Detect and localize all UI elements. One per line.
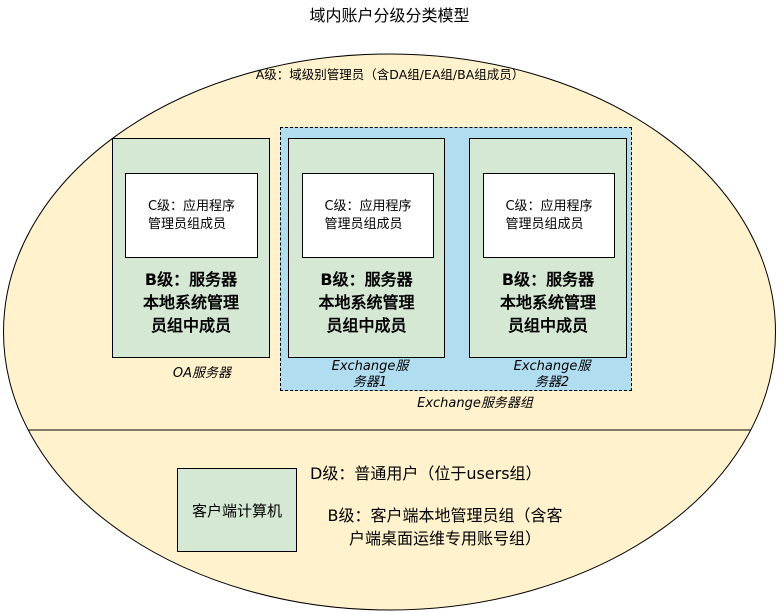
oa-b-level-text: B级：服务器 本地系统管理 员组中成员 [112, 266, 270, 338]
exchange1-server-name-text: Exchange服 务器1 [331, 359, 409, 390]
oa-server-name: OA服务器 [142, 365, 262, 383]
exchange-group-label-text: Exchange服务器组 [417, 396, 533, 411]
client-computer-box: 客户端计算机 [177, 468, 297, 552]
exchange1-c-level-label: C级：应用程序 管理员组成员 [324, 198, 412, 232]
oa-c-level-box: C级：应用程序 管理员组成员 [125, 173, 258, 258]
exchange2-server-name: Exchange服 务器2 [492, 358, 612, 392]
exchange1-server-name: Exchange服 务器1 [310, 358, 430, 392]
oa-c-level-label: C级：应用程序 管理员组成员 [147, 198, 236, 232]
d-level-label: D级：普通用户（位于users组） [310, 464, 542, 483]
client-b-level-text: B级：客户端本地管理员组（含客 户端桌面运维专用账号组） [327, 506, 563, 548]
exchange2-c-level-label: C级：应用程序 管理员组成员 [505, 198, 593, 232]
exchange-group-label: Exchange服务器组 [380, 395, 570, 413]
exchange2-server-name-text: Exchange服 务器2 [513, 359, 591, 390]
exchange1-b-level-label: B级：服务器 本地系统管理 员组中成员 [318, 269, 415, 335]
page-title: 域内账户分级分类模型 [309, 6, 470, 25]
client-b-level-label: B级：客户端本地管理员组（含客 户端桌面运维专用账号组） [300, 503, 590, 551]
exchange2-b-level-label: B级：服务器 本地系统管理 员组中成员 [499, 269, 596, 335]
client-computer-label: 客户端计算机 [191, 501, 282, 520]
oa-b-level-label: B级：服务器 本地系统管理 员组中成员 [142, 269, 239, 335]
a-level-label: A级：域级别管理员（含DA组/EA组/BA组成员） [255, 66, 525, 82]
oa-server-name-text: OA服务器 [172, 366, 232, 381]
exchange2-b-level-text: B级：服务器 本地系统管理 员组中成员 [469, 266, 627, 338]
exchange1-c-level-box: C级：应用程序 管理员组成员 [302, 173, 434, 258]
exchange1-b-level-text: B级：服务器 本地系统管理 员组中成员 [288, 266, 445, 338]
exchange2-c-level-box: C级：应用程序 管理员组成员 [483, 173, 615, 258]
